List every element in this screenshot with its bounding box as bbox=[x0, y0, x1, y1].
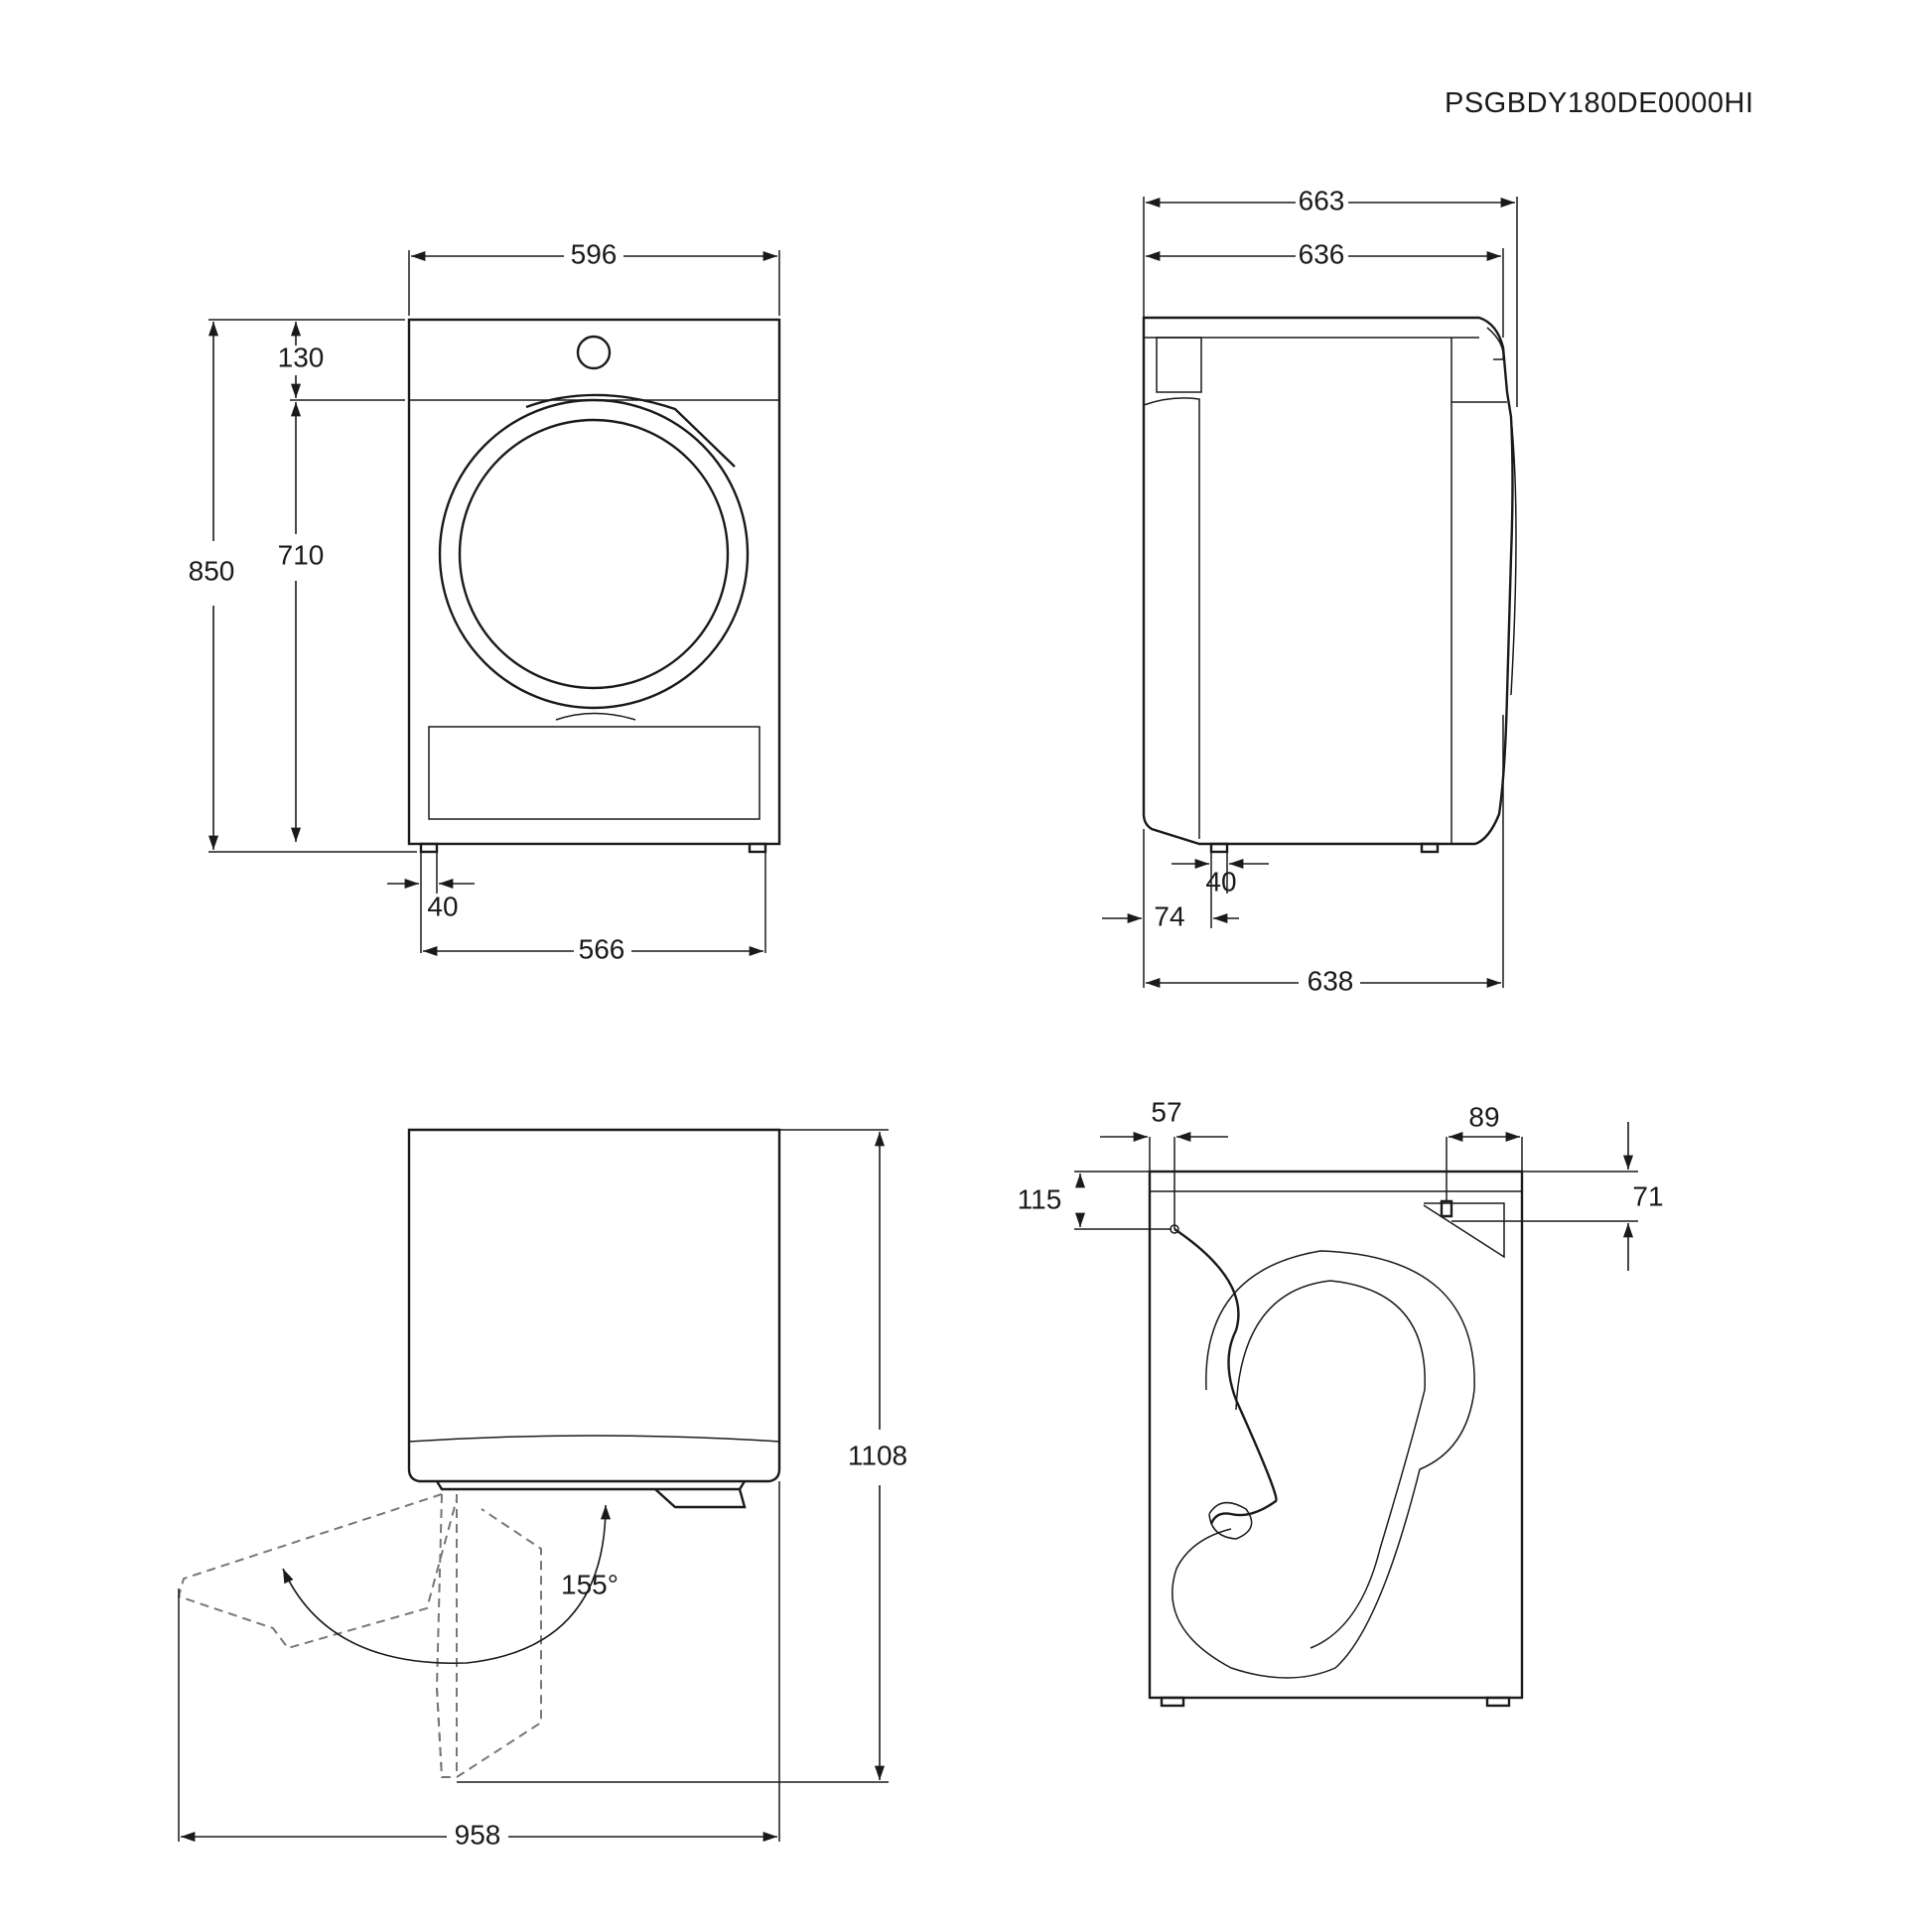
dim-front-width: 596 bbox=[571, 238, 618, 269]
rear-view bbox=[1148, 1170, 1524, 1708]
rear-outlet-connector bbox=[1440, 1199, 1453, 1218]
front-foot-right bbox=[748, 842, 767, 854]
dim-rear-outlet-right: 89 bbox=[1468, 1101, 1499, 1132]
side-foot-front bbox=[1420, 842, 1440, 854]
dim-front-upper: 130 bbox=[278, 342, 325, 372]
door-open-outline-4 bbox=[436, 1687, 457, 1778]
dim-front-feet-width: 566 bbox=[579, 933, 625, 964]
dim-side-rear-offset: 74 bbox=[1154, 900, 1184, 931]
side-knob-profile bbox=[1486, 327, 1504, 360]
side-foot-rear bbox=[1209, 842, 1229, 854]
rear-body-outline bbox=[1148, 1170, 1524, 1700]
side-rear-panel bbox=[1143, 397, 1200, 839]
dim-side-foot-offset: 40 bbox=[1205, 866, 1236, 897]
dim-rear-hose-left: 57 bbox=[1151, 1096, 1181, 1127]
rear-drum-cover bbox=[1172, 1250, 1475, 1679]
side-door-profile bbox=[1510, 416, 1517, 696]
door-handle-top bbox=[525, 393, 736, 468]
door-open-outline-3 bbox=[456, 1494, 542, 1779]
side-view bbox=[1142, 316, 1517, 854]
door-swing-arc bbox=[282, 1504, 612, 1665]
rear-hose bbox=[1173, 1228, 1278, 1525]
front-dimensions: 596 850 130 710 40 566 bbox=[189, 238, 780, 964]
program-knob bbox=[576, 335, 612, 370]
dim-front-foot-offset: 40 bbox=[427, 891, 458, 921]
dim-front-height-total: 850 bbox=[189, 555, 235, 586]
top-view: 155° bbox=[177, 1128, 781, 1779]
dim-top-depth-open: 1108 bbox=[848, 1440, 907, 1470]
dim-front-door: 710 bbox=[278, 539, 325, 570]
dim-rear-hose-height: 115 bbox=[1018, 1183, 1062, 1214]
dim-side-depth-bottom: 638 bbox=[1308, 965, 1354, 996]
dim-side-depth-total: 663 bbox=[1299, 185, 1345, 215]
front-foot-left bbox=[419, 842, 439, 854]
rear-hose-clip bbox=[1208, 1501, 1253, 1540]
door-hinge-lower bbox=[555, 712, 636, 721]
dim-side-depth-body: 636 bbox=[1299, 238, 1345, 269]
door-glass bbox=[458, 418, 730, 690]
side-top-bracket bbox=[1156, 337, 1202, 393]
rear-dimensions: 57 115 89 71 bbox=[1018, 1096, 1664, 1271]
front-view bbox=[407, 318, 781, 854]
dim-top-width-open: 958 bbox=[455, 1819, 501, 1850]
top-front-panel-line bbox=[408, 1435, 780, 1443]
rear-foot-right bbox=[1485, 1696, 1511, 1708]
top-dimensions: 1108 958 bbox=[178, 1129, 907, 1850]
top-body-outline bbox=[407, 1128, 781, 1483]
door-open-outline-1 bbox=[177, 1493, 458, 1650]
rear-foot-left bbox=[1160, 1696, 1185, 1708]
side-dimensions: 663 636 40 74 638 bbox=[1102, 185, 1518, 996]
water-container-drawer bbox=[428, 726, 760, 820]
model-code: PSGBDY180DE0000HI bbox=[1445, 87, 1754, 119]
rear-outlet-bracket bbox=[1423, 1202, 1505, 1259]
front-body-outline bbox=[407, 318, 781, 846]
top-handle-closed bbox=[654, 1488, 747, 1509]
dim-rear-outlet-height: 71 bbox=[1632, 1180, 1663, 1211]
door-outer-ring bbox=[438, 398, 750, 710]
dim-door-angle: 155° bbox=[561, 1569, 619, 1599]
top-door-closed bbox=[435, 1480, 747, 1491]
